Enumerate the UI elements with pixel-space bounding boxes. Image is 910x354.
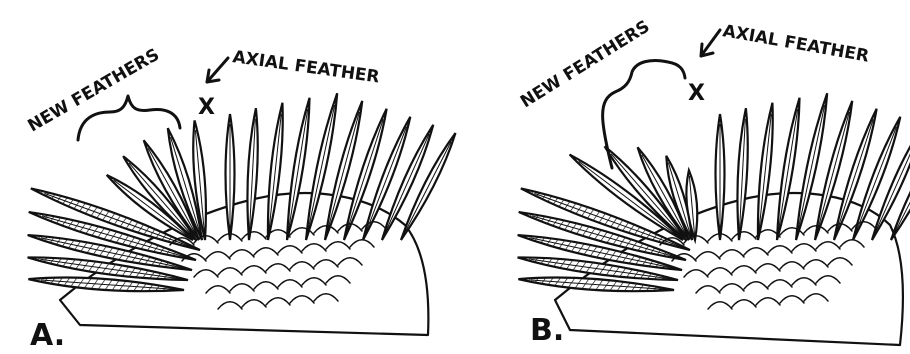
wing-diagram-b: X NEW FEATHERS AXIAL FEATHER B. [517,17,910,348]
covert-feather [254,282,278,289]
axial-feather-label-a: AXIAL FEATHER [231,47,380,87]
covert-feather [266,298,290,305]
covert-feather [254,248,278,255]
axial-arrow-b [701,30,720,56]
wing-a-secondary-feathers [226,93,456,240]
covert-feather [218,268,242,275]
axial-x-mark-b: X [688,81,705,106]
new-feathers-bracket-a [78,96,180,140]
covert-feather [744,248,768,255]
covert-feather [218,302,242,309]
new-feathers-bracket-b [603,60,685,168]
panel-label-b: B. [530,313,564,348]
covert-feather [768,246,792,253]
covert-feather [350,240,374,247]
covert-feather [708,302,732,309]
covert-feather [732,232,756,239]
covert-feather [744,282,768,289]
wing-b-secondary-feathers [716,93,910,240]
axial-feather-label-b: AXIAL FEATHER [721,21,870,66]
covert-feather [230,250,254,257]
covert-feather [338,258,362,265]
covert-feather [242,300,266,307]
covert-feather [278,246,302,253]
wing-a-coverts [170,222,386,309]
covert-feather [326,242,350,249]
covert-feather [804,294,828,301]
covert-feather [290,296,314,303]
covert-feather [314,260,338,267]
covert-feather [792,278,816,285]
covert-feather [732,266,756,273]
covert-feather [326,276,350,283]
covert-feather [816,276,840,283]
covert-feather [792,244,816,251]
covert-feather [780,262,804,269]
new-feathers-label-b: NEW FEATHERS [517,17,653,113]
secondary-feather-shaft [777,109,798,240]
covert-feather [756,264,780,271]
covert-feather [230,284,254,291]
panel-label-a: A. [30,318,65,353]
covert-feather [708,268,732,275]
covert-feather [756,298,780,305]
covert-feather [242,266,266,273]
covert-feather [840,240,864,247]
covert-feather [828,258,852,265]
covert-feather [302,244,326,251]
covert-feather [278,280,302,287]
covert-feather [302,278,326,285]
covert-feather [720,250,744,257]
covert-feather [696,286,720,293]
covert-feather [720,284,744,291]
covert-feather [194,270,218,277]
axial-x-mark-a: X [198,95,215,120]
covert-feather [696,252,720,259]
covert-feather [804,260,828,267]
covert-feather [780,296,804,303]
secondary-feather-shaft [287,109,308,240]
wing-diagram-a: X NEW FEATHERS AXIAL FEATHER A. [25,45,456,353]
covert-feather [684,270,708,277]
axial-arrow-a [207,58,228,82]
covert-feather [242,232,266,239]
covert-feather [816,242,840,249]
covert-feather [732,300,756,307]
covert-feather [206,286,230,293]
covert-feather [206,252,230,259]
covert-feather [314,294,338,301]
covert-feather [266,264,290,271]
new-feathers-label-a: NEW FEATHERS [25,45,163,136]
covert-feather [768,280,792,287]
covert-feather [290,262,314,269]
